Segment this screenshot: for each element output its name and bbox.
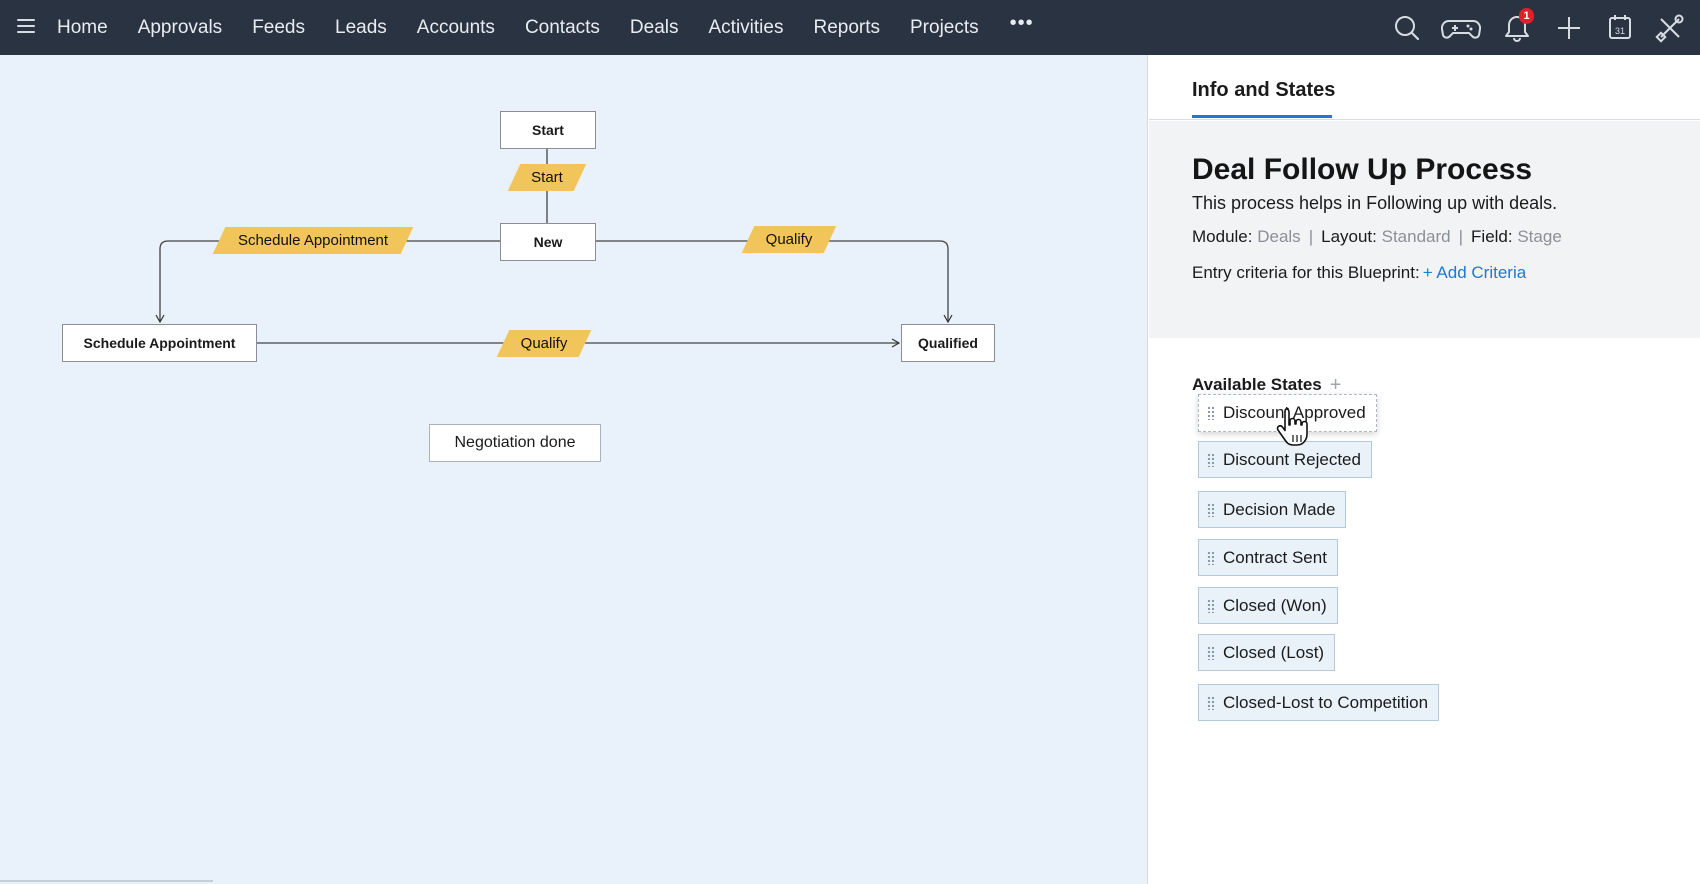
state-label: Contract Sent — [1223, 547, 1327, 567]
meta-separator: | — [1458, 227, 1464, 246]
transition-qualify-top-label: Qualify — [765, 231, 813, 248]
process-title: Deal Follow Up Process — [1192, 153, 1533, 186]
field-label: Field: — [1471, 227, 1513, 246]
drag-handle-icon[interactable] — [1207, 695, 1215, 710]
toolbar-icons: 1 31 — [1395, 0, 1700, 55]
notification-badge: 1 — [1519, 8, 1534, 24]
available-states-label: Available States — [1192, 375, 1322, 394]
entry-criteria: Entry criteria for this Blueprint:+ Add … — [1192, 263, 1526, 283]
nav-item-leads[interactable]: Leads — [335, 16, 387, 38]
horizontal-scrollbar[interactable] — [0, 880, 213, 882]
menu-icon[interactable] — [17, 19, 35, 35]
top-nav-bar: Home Approvals Feeds Leads Accounts Cont… — [0, 0, 1700, 55]
add-state-button[interactable]: + — [1329, 374, 1342, 396]
nav-item-accounts[interactable]: Accounts — [416, 16, 495, 38]
available-states-heading: Available States + — [1192, 373, 1341, 396]
nav-item-activities[interactable]: Activities — [708, 16, 784, 38]
drag-handle-icon[interactable] — [1207, 452, 1215, 467]
state-closed-lost-to-competition[interactable]: Closed-Lost to Competition — [1198, 684, 1440, 721]
transition-qualify-top[interactable]: Qualify — [748, 226, 830, 253]
process-meta: Module: Deals | Layout: Standard | Field: St… — [1192, 227, 1562, 247]
node-start[interactable]: Start — [500, 111, 596, 149]
node-schedule-appointment[interactable]: Schedule Appointment — [62, 324, 257, 362]
transition-qualify-bottom[interactable]: Qualify — [503, 330, 585, 357]
more-nav-button[interactable]: ••• — [1009, 12, 1034, 34]
transition-start-label: Start — [531, 169, 563, 186]
nav-item-reports[interactable]: Reports — [813, 16, 880, 38]
state-contract-sent[interactable]: Contract Sent — [1198, 539, 1338, 576]
state-label: Discount Approved — [1223, 403, 1366, 422]
search-icon[interactable] — [1391, 12, 1423, 44]
state-label: Closed (Lost) — [1223, 642, 1325, 662]
criteria-label: Entry criteria for this Blueprint: — [1192, 263, 1420, 282]
state-label: Closed-Lost to Competition — [1223, 692, 1429, 712]
nav-item-contacts[interactable]: Contacts — [524, 16, 600, 38]
module-label: Module: — [1192, 227, 1253, 246]
meta-separator: | — [1308, 227, 1314, 246]
node-new[interactable]: New — [500, 223, 596, 261]
node-negotiation-done[interactable]: Negotiation done — [429, 424, 601, 462]
tab-info-and-states[interactable]: Info and States — [1192, 79, 1336, 101]
nav-item-deals[interactable]: Deals — [629, 16, 679, 38]
calendar-icon[interactable]: 31 — [1604, 12, 1636, 44]
transition-schedule-appointment[interactable]: Schedule Appointment — [219, 227, 407, 254]
state-discount-approved[interactable]: Discount Approved — [1198, 394, 1377, 432]
module-value: Deals — [1257, 227, 1301, 246]
nav-item-projects[interactable]: Projects — [910, 16, 979, 38]
calendar-day: 31 — [1615, 26, 1625, 36]
drag-handle-icon[interactable] — [1207, 598, 1215, 613]
active-tab-indicator — [1192, 115, 1332, 118]
drag-handle-icon[interactable] — [1207, 550, 1215, 565]
node-qualified[interactable]: Qualified — [901, 324, 995, 362]
drag-handle-icon[interactable] — [1207, 406, 1215, 420]
state-closed-won[interactable]: Closed (Won) — [1198, 587, 1338, 624]
process-info-section: Deal Follow Up Process This process help… — [1149, 121, 1700, 338]
state-discount-rejected[interactable]: Discount Rejected — [1198, 441, 1372, 478]
blueprint-canvas[interactable]: Start New Schedule Appointment Qualified… — [0, 55, 1148, 884]
add-icon[interactable] — [1553, 12, 1585, 44]
layout-label: Layout: — [1321, 227, 1377, 246]
transition-start[interactable]: Start — [514, 164, 580, 191]
layout-value: Standard — [1381, 227, 1451, 246]
field-value: Stage — [1517, 227, 1562, 246]
state-label: Decision Made — [1223, 499, 1336, 519]
add-criteria-link[interactable]: + Add Criteria — [1422, 263, 1527, 282]
bell-icon[interactable]: 1 — [1501, 8, 1534, 44]
drag-handle-icon[interactable] — [1207, 502, 1215, 517]
process-description: This process helps in Following up with … — [1192, 193, 1558, 213]
panel-tabs: Info and States — [1149, 55, 1700, 120]
info-panel: Info and States Deal Follow Up Process T… — [1149, 55, 1700, 884]
nav-item-approvals[interactable]: Approvals — [137, 16, 223, 38]
state-decision-made[interactable]: Decision Made — [1198, 491, 1347, 528]
gamepad-icon[interactable] — [1440, 12, 1482, 44]
drag-handle-icon[interactable] — [1207, 645, 1215, 660]
state-label: Discount Rejected — [1223, 449, 1361, 469]
state-closed-lost[interactable]: Closed (Lost) — [1198, 634, 1336, 671]
nav-item-feeds[interactable]: Feeds — [252, 16, 305, 38]
main-nav: Home Approvals Feeds Leads Accounts Cont… — [42, 0, 1050, 55]
transition-qualify-bottom-label: Qualify — [520, 335, 568, 352]
nav-item-home[interactable]: Home — [57, 16, 108, 38]
setup-tools-icon[interactable] — [1654, 12, 1686, 44]
transition-schedule-label: Schedule Appointment — [237, 232, 389, 249]
state-label: Closed (Won) — [1223, 595, 1327, 615]
